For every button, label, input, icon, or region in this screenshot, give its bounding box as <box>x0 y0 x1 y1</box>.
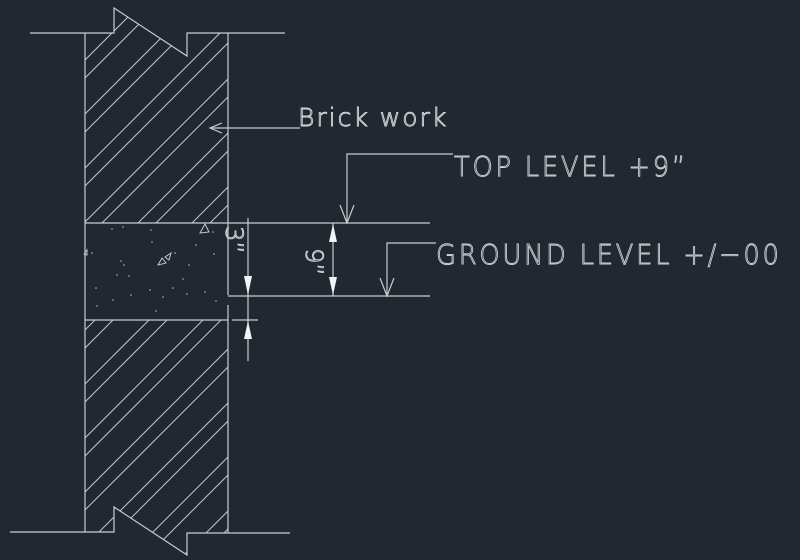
dimension-9in <box>329 223 337 296</box>
brick-hatch-upper <box>85 8 228 223</box>
top-level-marker <box>339 153 453 225</box>
break-line-top <box>30 6 285 58</box>
brick-work-label: Brick work <box>298 103 449 132</box>
top-level-label: TOP LEVEL +9” <box>454 150 689 183</box>
brick-work-leader <box>208 122 300 134</box>
wall-outline <box>84 33 430 533</box>
concrete-hatch <box>91 226 217 312</box>
concrete-aggregate-triangles <box>83 222 210 266</box>
break-line-bottom <box>10 505 290 557</box>
dimension-9in-text: 9” <box>299 248 328 277</box>
ground-level-label: GROUND LEVEL +/−00 <box>436 238 782 271</box>
dimension-3in <box>232 218 258 361</box>
ground-level-marker <box>379 242 436 298</box>
dimension-3in-text: 3” <box>219 226 248 255</box>
